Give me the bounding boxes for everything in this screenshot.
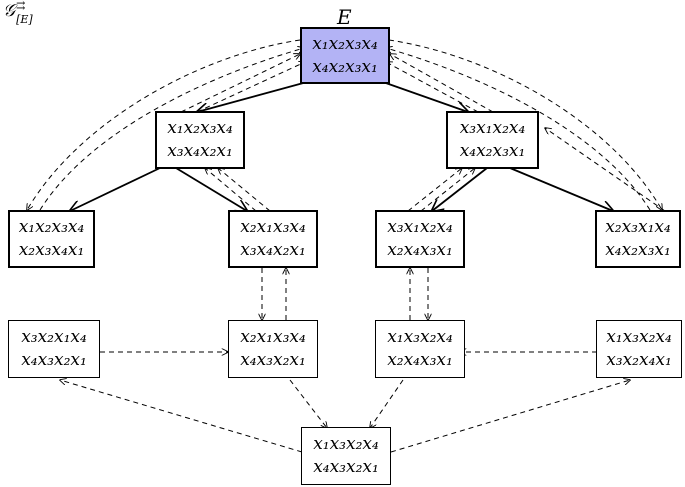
node-l4a-line2: x₄x₃x₂x₁ — [21, 350, 87, 370]
edge-dashed-l3b-l2a-2 — [218, 168, 271, 212]
node-l3c-line1: x₃x₁x₂x₄ — [387, 217, 453, 237]
node-l2b: x₃x₁x₂x₄ x₄x₂x₃x₁ — [446, 111, 539, 169]
edge-dashed-top-l3a — [27, 39, 301, 210]
edge-dashed-l4c-bottom — [370, 379, 404, 428]
edge-dashed-bottom-l4a — [60, 380, 303, 453]
node-l2a-line2: x₃x₄x₂x₁ — [167, 141, 233, 161]
node-bottom-line2: x₄x₃x₂x₁ — [313, 457, 379, 477]
top-label: E — [337, 5, 352, 29]
node-l3d-line2: x₄x₂x₃x₁ — [605, 240, 671, 260]
edge-dashed-l3c-l2b-2 — [420, 168, 475, 212]
node-l3d: x₂x₃x₁x₄ x₄x₂x₃x₁ — [595, 210, 681, 268]
node-top-line2: x₄x₂x₃x₁ — [312, 56, 378, 77]
node-l4a: x₃x₂x₁x₄ x₄x₃x₂x₁ — [8, 320, 100, 378]
edge-dashed-l2a-top-1 — [180, 54, 300, 113]
node-bottom: x₁x₃x₂x₄ x₄x₃x₂x₁ — [301, 427, 391, 485]
node-l2b-line2: x₄x₂x₃x₁ — [459, 141, 526, 161]
node-l4a-line1: x₃x₂x₁x₄ — [21, 327, 87, 347]
node-l2a-line1: x₁x₂x₃x₄ — [167, 118, 233, 138]
edge-l2b-to-l3c — [432, 167, 488, 211]
node-l3c: x₃x₁x₂x₄ x₂x₄x₃x₁ — [375, 210, 465, 268]
edge-dashed-bottom-l4d — [390, 380, 630, 453]
node-l4d: x₁x₃x₂x₄ x₃x₂x₄x₁ — [596, 320, 682, 378]
graph-label-superscript: ⇉ — [16, 0, 26, 12]
node-l3b: x₂x₁x₃x₄ x₃x₄x₂x₁ — [228, 210, 318, 268]
node-l4c: x₁x₃x₂x₄ x₂x₄x₃x₁ — [375, 320, 465, 378]
node-l4b-line2: x₄x₃x₂x₁ — [240, 350, 306, 370]
edge-l2a-to-l3a — [70, 167, 161, 211]
node-l4d-line2: x₃x₂x₄x₁ — [606, 350, 672, 370]
node-l3a: x₁x₂x₃x₄ x₂x₃x₄x₁ — [8, 210, 95, 268]
node-l4b: x₂x₁x₃x₄ x₄x₃x₂x₁ — [228, 320, 318, 378]
edge-dashed-l2a-top-2 — [196, 62, 305, 113]
node-l3b-line1: x₂x₁x₃x₄ — [240, 217, 306, 237]
edge-l2a-to-l3b — [175, 167, 247, 211]
node-l2a: x₁x₂x₃x₄ x₃x₄x₂x₁ — [155, 111, 245, 169]
edge-dashed-l2b-top-1 — [390, 54, 494, 113]
edge-top-to-l2b — [382, 81, 468, 112]
node-l3a-line1: x₁x₂x₃x₄ — [18, 217, 85, 237]
node-l4d-line1: x₁x₃x₂x₄ — [606, 327, 672, 347]
edge-l2b-to-l3d — [509, 167, 613, 211]
edge-dashed-l3d-l2b — [545, 128, 666, 212]
node-l4b-line1: x₂x₁x₃x₄ — [240, 327, 306, 347]
node-top-line1: x₁x₂x₃x₄ — [312, 33, 378, 54]
edge-dashed-l3d-top — [386, 48, 651, 211]
node-l4c-line1: x₁x₃x₂x₄ — [387, 327, 453, 347]
graph-label-subscript: [E] — [16, 13, 33, 26]
graph-label: 𝒢⇉[E] — [3, 0, 33, 26]
graph-label-symbol: 𝒢 — [3, 1, 16, 21]
node-l2b-line1: x₃x₁x₂x₄ — [459, 118, 526, 138]
node-l3d-line1: x₂x₃x₁x₄ — [605, 217, 671, 237]
node-l3b-line2: x₃x₄x₂x₁ — [240, 240, 306, 260]
node-l3a-line2: x₂x₃x₄x₁ — [18, 240, 85, 260]
edge-dashed-top-l3d — [388, 39, 662, 210]
edge-dashed-l4b-bottom — [289, 379, 327, 428]
edge-top-to-l2a — [197, 81, 308, 112]
node-l4c-line2: x₂x₄x₃x₁ — [387, 350, 453, 370]
edge-dashed-l3b-l2a-1 — [205, 168, 257, 212]
node-bottom-line1: x₁x₃x₂x₄ — [313, 434, 379, 454]
edge-dashed-l3a-top — [39, 48, 304, 211]
node-top: x₁x₂x₃x₄ x₄x₂x₃x₁ — [300, 27, 390, 84]
node-l3c-line2: x₂x₄x₃x₁ — [387, 240, 453, 260]
edge-dashed-l3c-l2b-1 — [407, 168, 462, 212]
